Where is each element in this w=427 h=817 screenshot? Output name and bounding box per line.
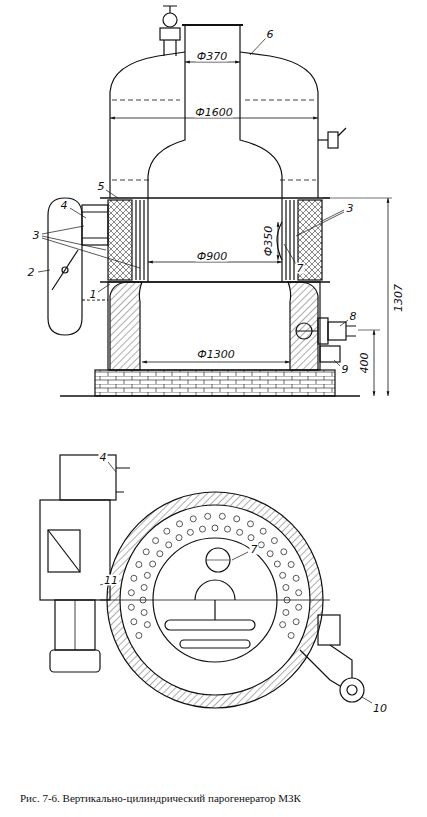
tube xyxy=(274,561,280,567)
tube xyxy=(190,516,196,522)
callout-number: 11 xyxy=(103,575,119,586)
tube xyxy=(247,521,253,527)
tube xyxy=(260,528,266,534)
tube xyxy=(293,619,299,625)
tube xyxy=(141,584,147,590)
callout-number: 10 xyxy=(372,703,388,714)
tube xyxy=(131,619,137,625)
dimension-label: 1307 xyxy=(393,283,404,313)
tube xyxy=(128,604,134,610)
tube xyxy=(141,610,147,616)
tube xyxy=(176,535,182,541)
tube xyxy=(144,622,150,628)
tube xyxy=(131,575,137,581)
tube xyxy=(153,538,159,544)
dimension-label: Ф370 xyxy=(196,51,228,62)
callout-number: 5 xyxy=(97,181,106,192)
callout-number: 1 xyxy=(89,289,98,300)
tube xyxy=(280,572,286,578)
dimension-label: Ф350 xyxy=(263,225,274,257)
dimension-label: 400 xyxy=(359,352,370,375)
tube xyxy=(248,535,254,541)
callout-number: 7 xyxy=(296,263,305,274)
tube xyxy=(157,551,163,557)
tube xyxy=(166,542,172,548)
tube xyxy=(144,572,150,578)
tube xyxy=(150,561,156,567)
tube xyxy=(205,513,211,519)
tube xyxy=(177,521,183,527)
tube xyxy=(234,516,240,522)
callout-number: 9 xyxy=(341,364,350,375)
tube xyxy=(212,525,218,531)
tube xyxy=(237,529,243,535)
dimension-label: Ф900 xyxy=(196,251,228,262)
callout-number: 2 xyxy=(27,267,36,278)
tube xyxy=(283,610,289,616)
plan-view xyxy=(40,455,372,708)
tube xyxy=(143,549,149,555)
figure-caption: Рис. 7-6. Вертикально-цилиндрический пар… xyxy=(20,792,301,804)
tube xyxy=(267,551,273,557)
callout-number: 6 xyxy=(266,29,275,40)
dimension-label: Ф1600 xyxy=(194,107,233,118)
tube xyxy=(164,528,170,534)
side-section xyxy=(38,6,392,396)
tube xyxy=(199,526,205,532)
tube xyxy=(136,632,142,638)
tube xyxy=(219,513,225,519)
tube xyxy=(187,529,193,535)
tube xyxy=(258,542,264,548)
callout-number: 3 xyxy=(32,230,41,241)
callout-number: 3 xyxy=(346,203,355,214)
callout-number: 4 xyxy=(99,452,108,463)
tube xyxy=(288,562,294,568)
tube xyxy=(283,584,289,590)
dimension-label: Ф1300 xyxy=(196,349,235,360)
tube xyxy=(280,622,286,628)
tube xyxy=(296,604,302,610)
tube xyxy=(281,549,287,555)
callout-number: 8 xyxy=(349,311,358,322)
tube xyxy=(136,562,142,568)
tube xyxy=(296,590,302,596)
tube xyxy=(225,526,231,532)
callout-number: 7 xyxy=(250,544,259,555)
tube xyxy=(288,632,294,638)
tube xyxy=(293,575,299,581)
callout-number: 4 xyxy=(60,200,69,211)
tube xyxy=(128,590,134,596)
tube xyxy=(271,538,277,544)
